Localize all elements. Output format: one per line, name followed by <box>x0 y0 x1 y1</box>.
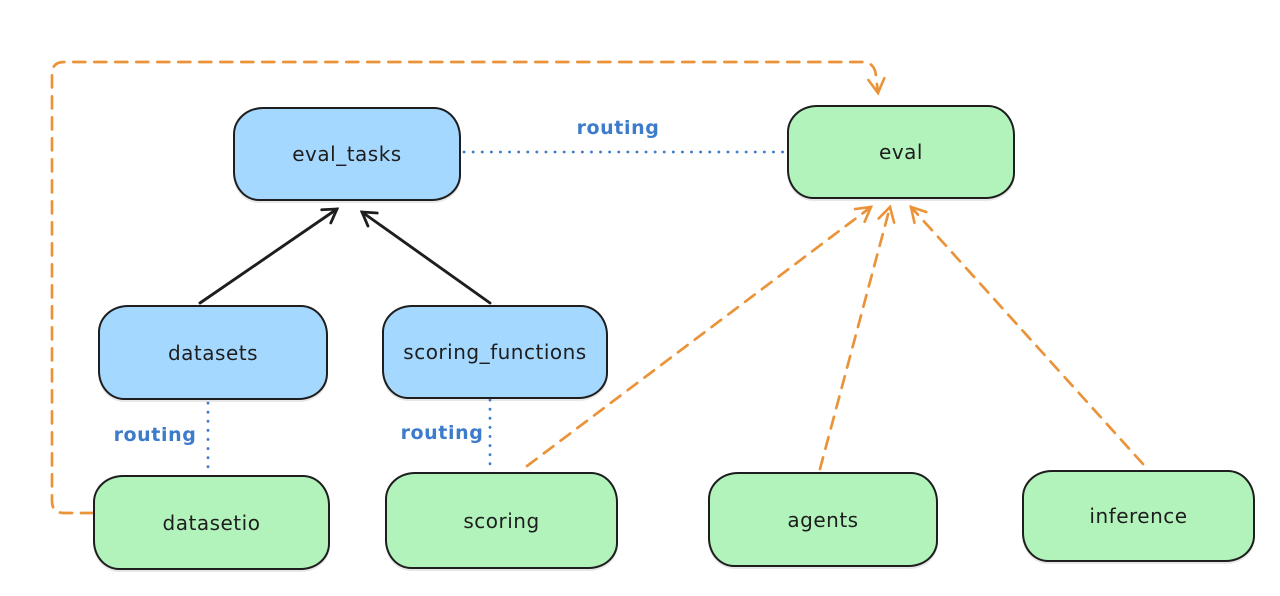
node-eval: eval <box>787 105 1015 199</box>
node-agents-label: agents <box>787 507 859 532</box>
node-scoring-functions-label: scoring_functions <box>403 340 587 364</box>
node-inference: inference <box>1022 470 1255 562</box>
node-agents: agents <box>708 472 938 567</box>
node-scoring-functions: scoring_functions <box>382 305 608 399</box>
edge-label-routing-eval-tasks-eval: routing <box>576 117 660 139</box>
edge-inference-eval <box>909 205 1145 466</box>
node-scoring: scoring <box>385 472 618 569</box>
edge-scoring-functions-eval-tasks <box>359 210 492 305</box>
node-datasets-label: datasets <box>167 340 259 365</box>
node-datasets: datasets <box>98 305 328 400</box>
node-eval-label: eval <box>879 140 923 164</box>
node-inference-label: inference <box>1089 504 1188 528</box>
node-datasetio: datasetio <box>93 475 330 570</box>
node-scoring-label: scoring <box>463 508 540 533</box>
node-eval-tasks: eval_tasks <box>233 107 461 201</box>
edge-label-routing-datasets-datasetio: routing <box>113 424 197 446</box>
edge-datasets-eval-tasks <box>198 207 340 305</box>
edge-label-routing-scoring-functions-scoring: routing <box>400 422 484 444</box>
node-datasetio-label: datasetio <box>162 510 261 535</box>
node-eval-tasks-label: eval_tasks <box>292 142 402 166</box>
edge-agents-eval <box>818 204 896 471</box>
